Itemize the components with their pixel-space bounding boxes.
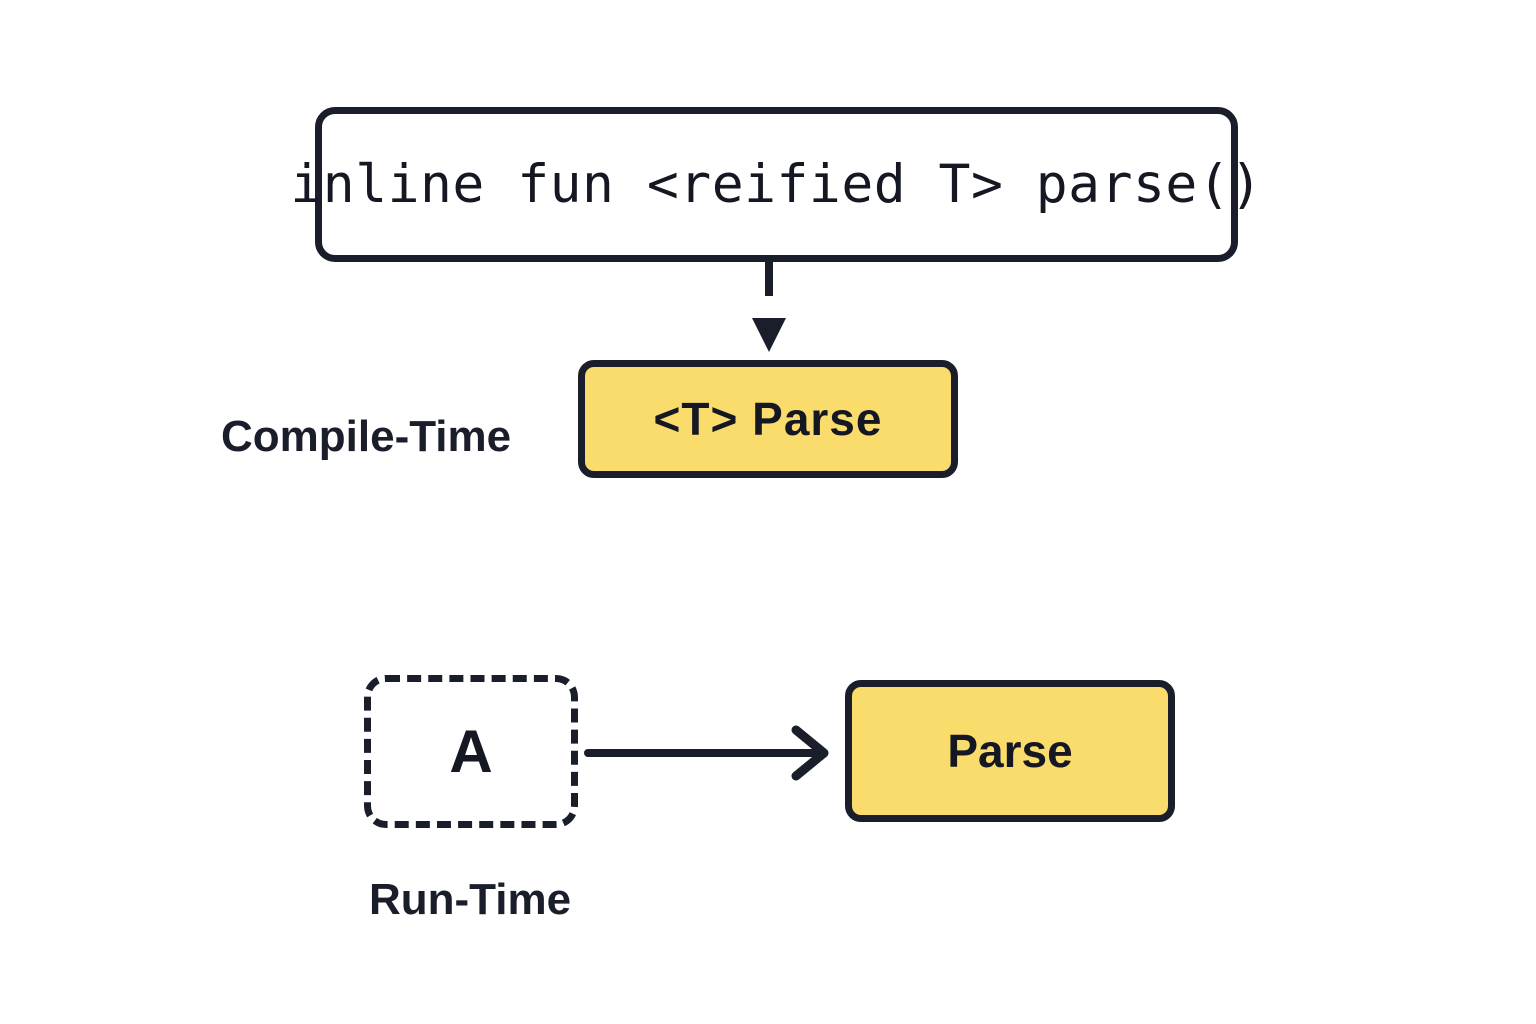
arrow-code-to-compile-parse xyxy=(752,262,786,352)
compile-time-parse-label: <T> Parse xyxy=(653,393,883,445)
arrow-type-to-runtime-parse xyxy=(584,725,829,781)
dashed-arrow-head xyxy=(752,318,786,352)
solid-arrow-head xyxy=(791,725,829,781)
code-signature-box: inline fun <reified T> parse() xyxy=(290,107,1262,262)
compile-time-label: Compile-Time xyxy=(221,412,512,461)
code-signature-text: inline fun <reified T> parse() xyxy=(290,154,1263,215)
runtime-parse-box: Parse xyxy=(845,680,1175,822)
runtime-type-box: A xyxy=(364,675,578,828)
run-time-label: Run-Time xyxy=(369,875,572,924)
runtime-type-label: A xyxy=(449,718,493,785)
runtime-parse-label: Parse xyxy=(947,725,1073,777)
compile-time-parse-box: <T> Parse xyxy=(578,360,958,478)
